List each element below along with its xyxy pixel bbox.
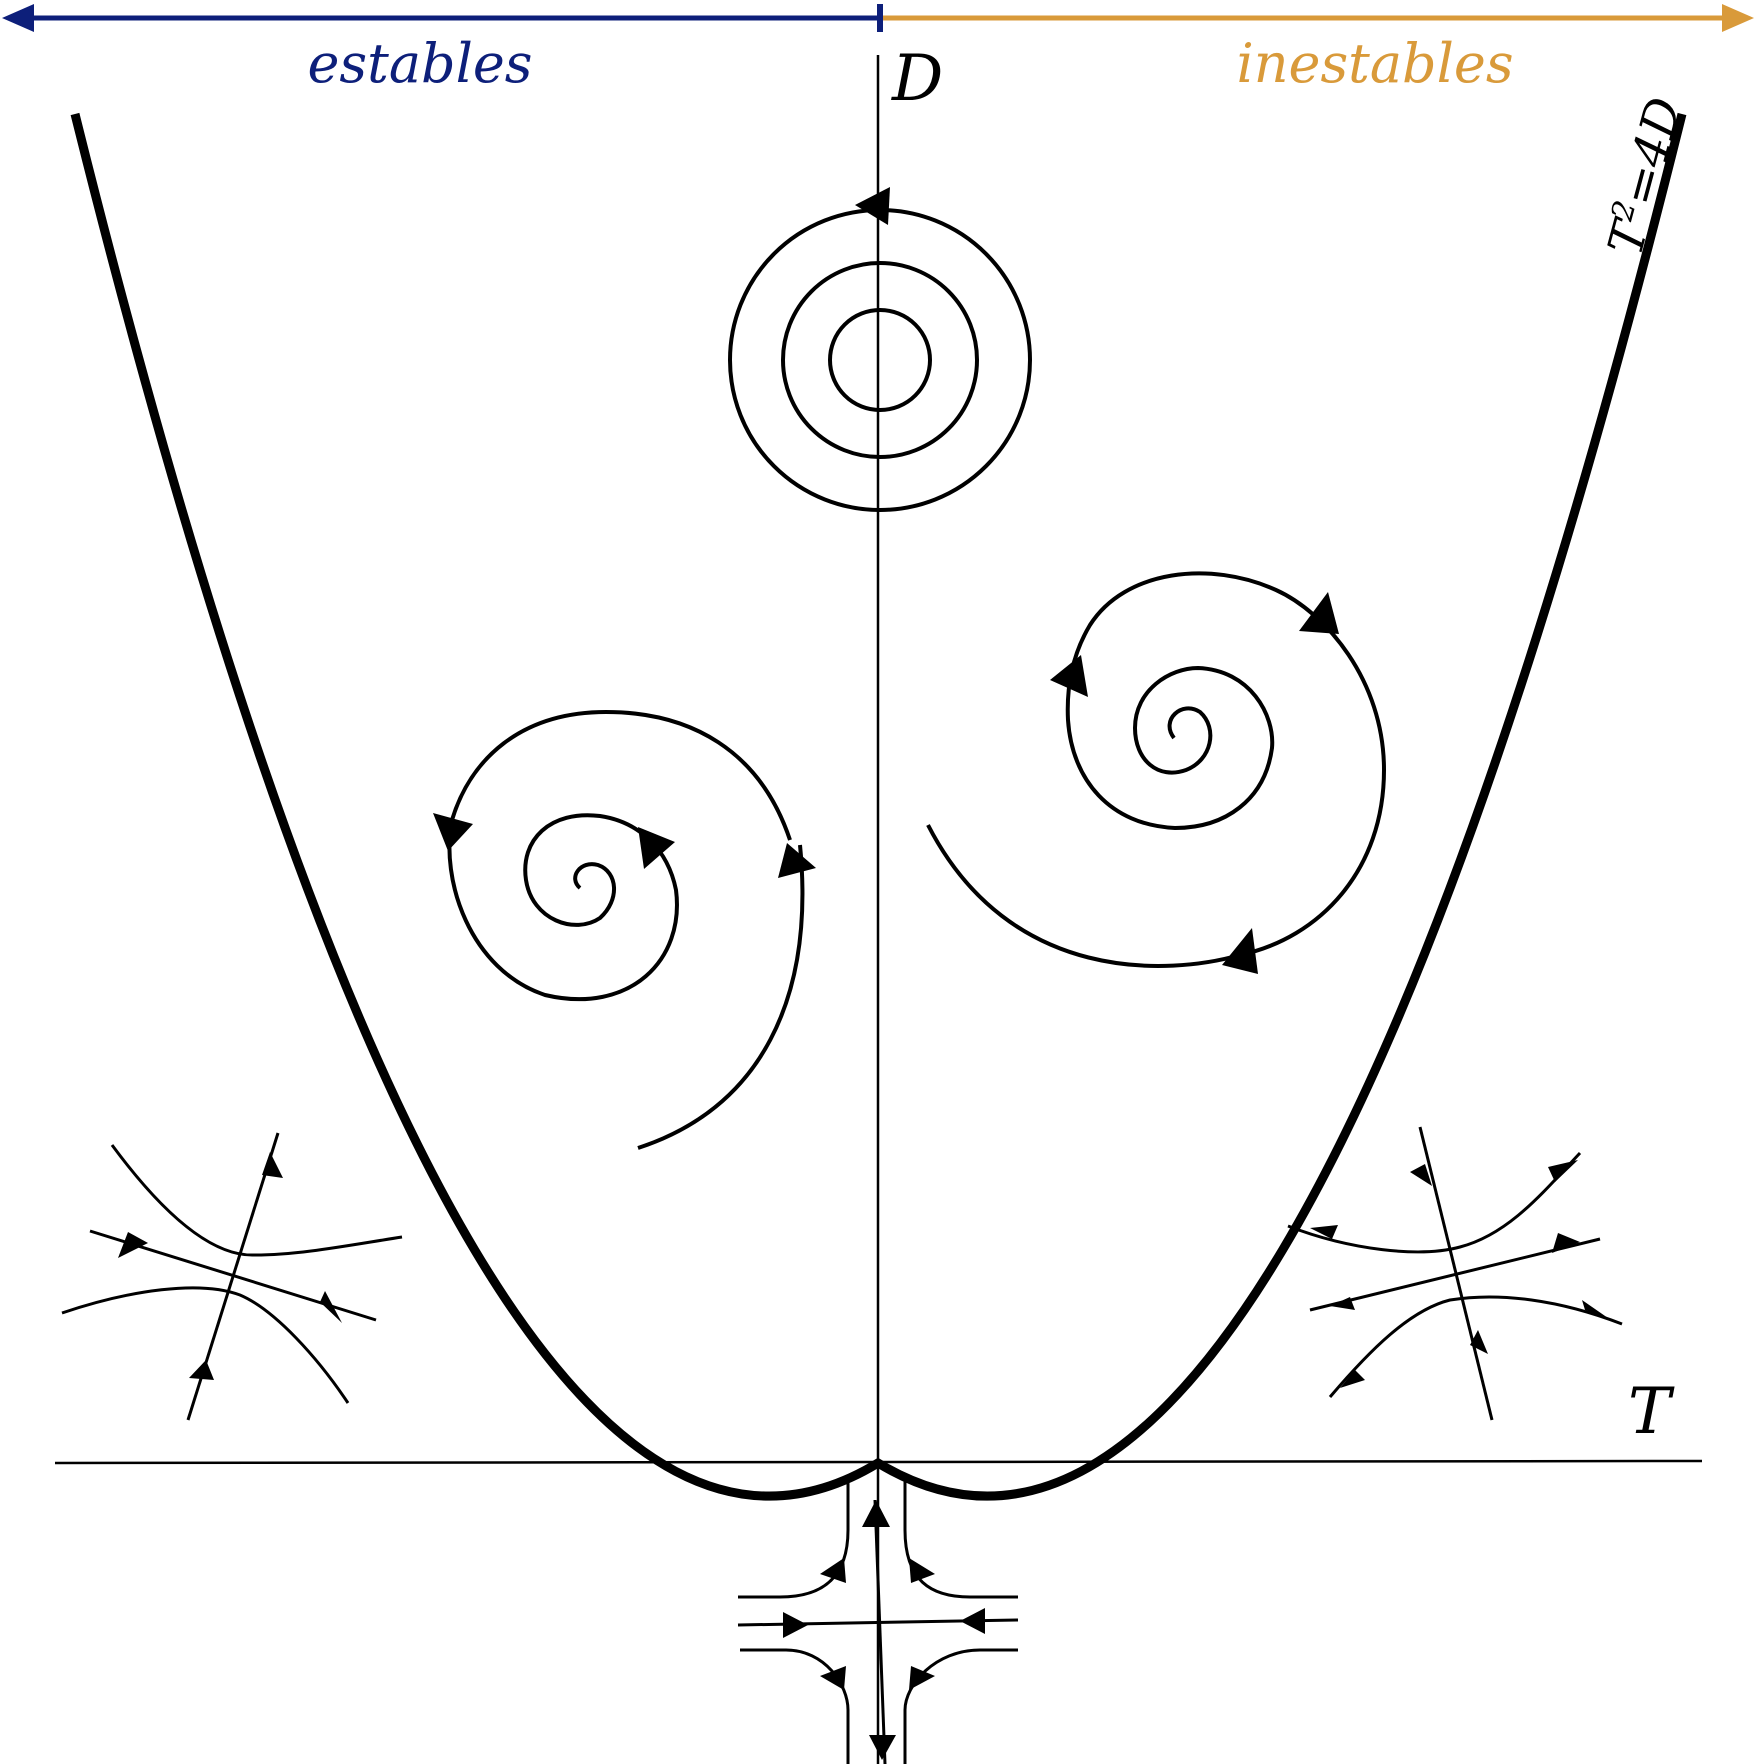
degenerate-portrait bbox=[737, 1480, 1019, 1764]
degenerate-curve-ur bbox=[903, 1480, 1018, 1599]
degenerate-arrow-left-icon bbox=[783, 1612, 808, 1638]
saddle-right-arrow-1-icon bbox=[1552, 1233, 1580, 1253]
saddle-right-arrow-8-icon bbox=[1582, 1300, 1608, 1318]
degenerate-arrow-ul-icon bbox=[820, 1558, 846, 1583]
unstable-spiral-portrait bbox=[926, 571, 1387, 974]
saddle-left-curve-2 bbox=[61, 1286, 350, 1404]
saddle-right-arrow-4-icon bbox=[1470, 1330, 1488, 1354]
saddle-left-curve-1 bbox=[110, 1144, 403, 1257]
unstable-arrowhead-icon bbox=[1722, 4, 1754, 32]
unstable-spiral-curve bbox=[926, 571, 1387, 968]
degenerate-arrow-ur-icon bbox=[909, 1558, 935, 1583]
unstable-spiral-arrow-1-icon bbox=[1050, 655, 1088, 697]
degenerate-curve-ll bbox=[740, 1648, 850, 1764]
degenerate-arrow-down-icon bbox=[869, 1735, 896, 1760]
saddle-right-arrow-3-icon bbox=[1410, 1164, 1432, 1186]
saddle-right-eigen-2 bbox=[1418, 1126, 1494, 1421]
unstable-spiral-arrow-3-icon bbox=[1222, 928, 1258, 974]
orbit-arrow-icon bbox=[855, 187, 890, 225]
saddle-right-arrow-7-icon bbox=[1310, 1225, 1338, 1239]
trace-axis-label: T bbox=[1628, 1375, 1675, 1449]
stable-spiral-arrow-2-icon bbox=[433, 813, 473, 851]
unstable-spiral-arrow-2-icon bbox=[1299, 592, 1339, 634]
saddle-right-arrow-2-icon bbox=[1330, 1297, 1355, 1310]
determinant-axis-label: D bbox=[891, 42, 943, 116]
saddle-right-portrait bbox=[1287, 1126, 1623, 1421]
center-portrait bbox=[728, 187, 1032, 512]
stable-arrowhead-icon bbox=[2, 4, 34, 32]
stable-spiral-arrow-1-icon bbox=[778, 843, 816, 878]
saddle-right-arrow-6-icon bbox=[1340, 1370, 1365, 1388]
saddle-left-arrow-4-icon bbox=[189, 1360, 214, 1380]
degenerate-curve-ul bbox=[738, 1480, 850, 1599]
degenerate-curve-lr bbox=[903, 1648, 1018, 1764]
degenerate-arrow-up-icon bbox=[862, 1500, 890, 1527]
saddle-right-arrow-5-icon bbox=[1548, 1160, 1578, 1182]
orbit-middle bbox=[781, 261, 979, 459]
degenerate-arrow-lr-icon bbox=[909, 1666, 935, 1690]
saddle-left-portrait bbox=[61, 1132, 403, 1421]
degenerate-vertical bbox=[873, 1499, 887, 1764]
degenerate-arrow-right-icon bbox=[960, 1608, 985, 1634]
saddle-right-curve-1 bbox=[1287, 1151, 1582, 1254]
stable-spiral-portrait bbox=[433, 709, 816, 1150]
parabola-curve bbox=[70, 112, 1687, 1501]
orbit-outer bbox=[728, 208, 1032, 512]
saddle-left-arrow-1-icon bbox=[118, 1232, 148, 1258]
unstable-label: inestables bbox=[1236, 32, 1513, 95]
parabola-label: T2=4D bbox=[1597, 91, 1694, 261]
saddle-right-curve-2 bbox=[1328, 1295, 1623, 1398]
stable-spiral-arrow-3-icon bbox=[638, 827, 675, 869]
degenerate-arrow-ll-icon bbox=[820, 1666, 846, 1690]
stable-label: estables bbox=[307, 32, 532, 95]
saddle-left-arrow-2-icon bbox=[320, 1291, 342, 1323]
orbit-inner bbox=[828, 308, 932, 412]
stable-spiral-curve bbox=[447, 709, 805, 1150]
stability-axis: estables inestables bbox=[2, 4, 1754, 95]
saddle-left-arrow-3-icon bbox=[262, 1152, 283, 1178]
